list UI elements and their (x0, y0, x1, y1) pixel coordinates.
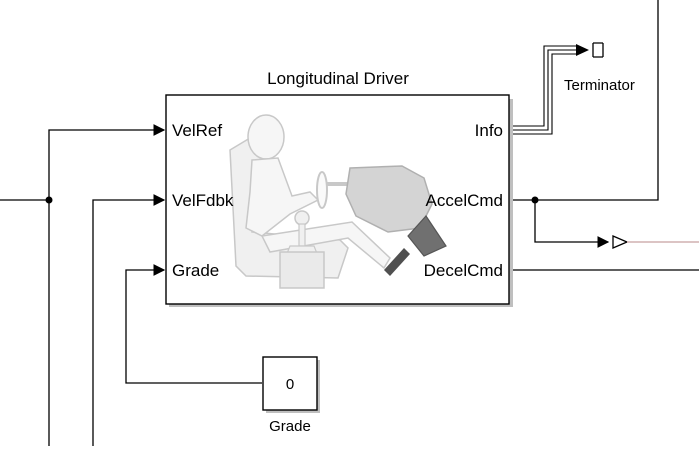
grade-constant-value: 0 (286, 376, 294, 393)
grade-constant-block[interactable]: 0 Grade (262, 356, 320, 435)
info-bus-arrow-icon (576, 44, 589, 56)
goto-tag-block[interactable] (612, 235, 699, 249)
goto-hollow-triangle-icon (612, 235, 629, 249)
output-port-decelcmd[interactable]: DecelCmd (424, 261, 503, 280)
grade-constant-body (262, 356, 318, 411)
branch-point-accel (531, 196, 539, 204)
input-port-grade[interactable]: Grade (172, 261, 219, 280)
output-port-info[interactable]: Info (475, 121, 503, 140)
signal-line-accel-branch[interactable] (534, 200, 610, 248)
signal-line-grade[interactable] (125, 264, 262, 384)
terminator-label: Terminator (564, 77, 635, 94)
driver-block-title: Longitudinal Driver (267, 69, 409, 88)
terminator-block[interactable]: Terminator (564, 42, 635, 94)
longitudinal-driver-block[interactable]: Longitudinal Driver (165, 69, 513, 307)
grade-constant-label: Grade (269, 418, 311, 435)
terminator-icon (592, 42, 604, 58)
signal-line-accelcmd[interactable] (509, 0, 659, 201)
signal-line-velref[interactable] (48, 124, 166, 200)
branch-point-input (45, 196, 53, 204)
driver-seated-icon (229, 114, 447, 289)
input-port-velfdbk[interactable]: VelFdbk (172, 191, 234, 210)
output-port-accelcmd[interactable]: AccelCmd (426, 191, 503, 210)
signal-line-velfdbk[interactable] (92, 194, 166, 446)
input-port-velref[interactable]: VelRef (172, 121, 222, 140)
signal-line-info-bus[interactable] (509, 45, 578, 135)
